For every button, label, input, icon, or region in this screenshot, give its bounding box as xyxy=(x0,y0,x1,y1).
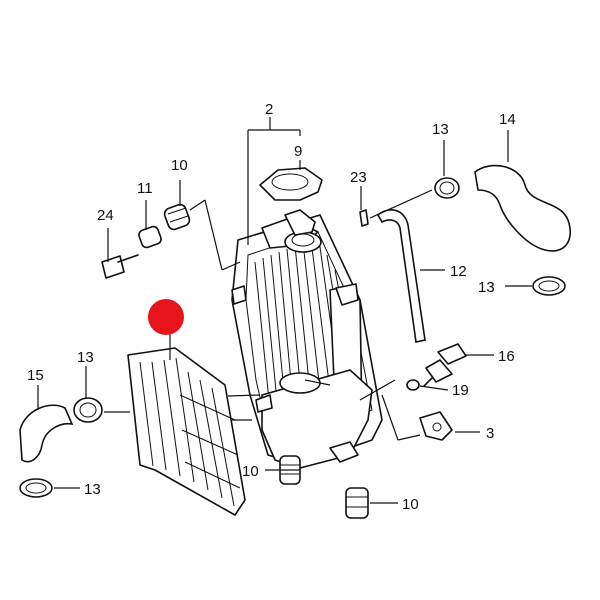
o-ring-19 xyxy=(406,379,420,391)
hose-15 xyxy=(19,404,74,463)
label-19: 19 xyxy=(452,382,469,399)
hose-14 xyxy=(474,164,571,252)
radiator xyxy=(231,209,383,469)
label-24: 24 xyxy=(97,207,114,224)
label-23: 23 xyxy=(350,169,367,186)
label-12: 12 xyxy=(450,263,467,280)
label-10b: 10 xyxy=(242,463,259,480)
clip-23 xyxy=(359,209,369,227)
grommet-10-top xyxy=(163,203,191,231)
hose-clamp-13-left-upper xyxy=(73,397,103,423)
hose-clamp-13-right xyxy=(532,276,566,296)
grommet-10-bottom xyxy=(345,487,369,519)
label-2: 2 xyxy=(265,101,273,118)
hose-clamp-13-top xyxy=(434,177,460,199)
radiator-grille xyxy=(127,347,246,516)
collar-11 xyxy=(138,225,162,249)
hose-clamp-13-left-lower xyxy=(19,478,53,498)
overflow-tube-12 xyxy=(376,209,426,343)
label-13d: 13 xyxy=(84,481,101,498)
label-10c: 10 xyxy=(402,496,419,513)
label-11: 11 xyxy=(137,180,153,197)
leader-lines xyxy=(37,117,532,504)
red-marker xyxy=(148,299,184,335)
label-14: 14 xyxy=(499,111,516,128)
label-13a: 13 xyxy=(432,121,449,138)
label-15: 15 xyxy=(27,367,44,384)
label-3: 3 xyxy=(486,425,494,442)
callout-numbers: 2 9 10 11 24 13 14 23 12 13 13 15 16 19 … xyxy=(27,101,516,513)
thermo-switch-16 xyxy=(423,343,467,387)
label-9: 9 xyxy=(294,143,302,160)
label-13c: 13 xyxy=(77,349,94,366)
label-10a: 10 xyxy=(171,157,188,174)
label-16: 16 xyxy=(498,348,515,365)
label-13b: 13 xyxy=(478,279,495,296)
bracket-3 xyxy=(419,411,453,441)
radiator-cap xyxy=(259,167,323,201)
